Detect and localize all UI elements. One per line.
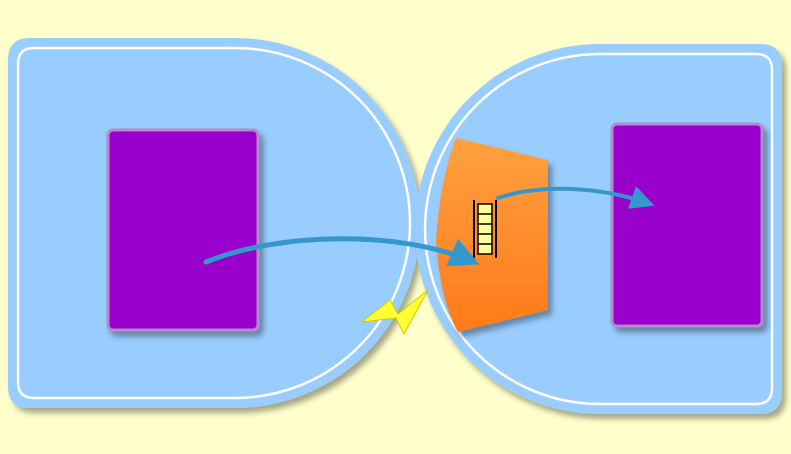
right-process-box <box>610 122 764 328</box>
left-process-box <box>106 128 260 332</box>
left-endpoint-inner-border <box>16 46 412 400</box>
buffer-queue-icon <box>473 200 497 258</box>
arrow-left-to-queue <box>203 236 480 267</box>
arrow-queue-to-right <box>496 186 655 209</box>
lightning-bolt-icon <box>360 289 429 336</box>
right-endpoint-inner-border <box>423 52 774 406</box>
